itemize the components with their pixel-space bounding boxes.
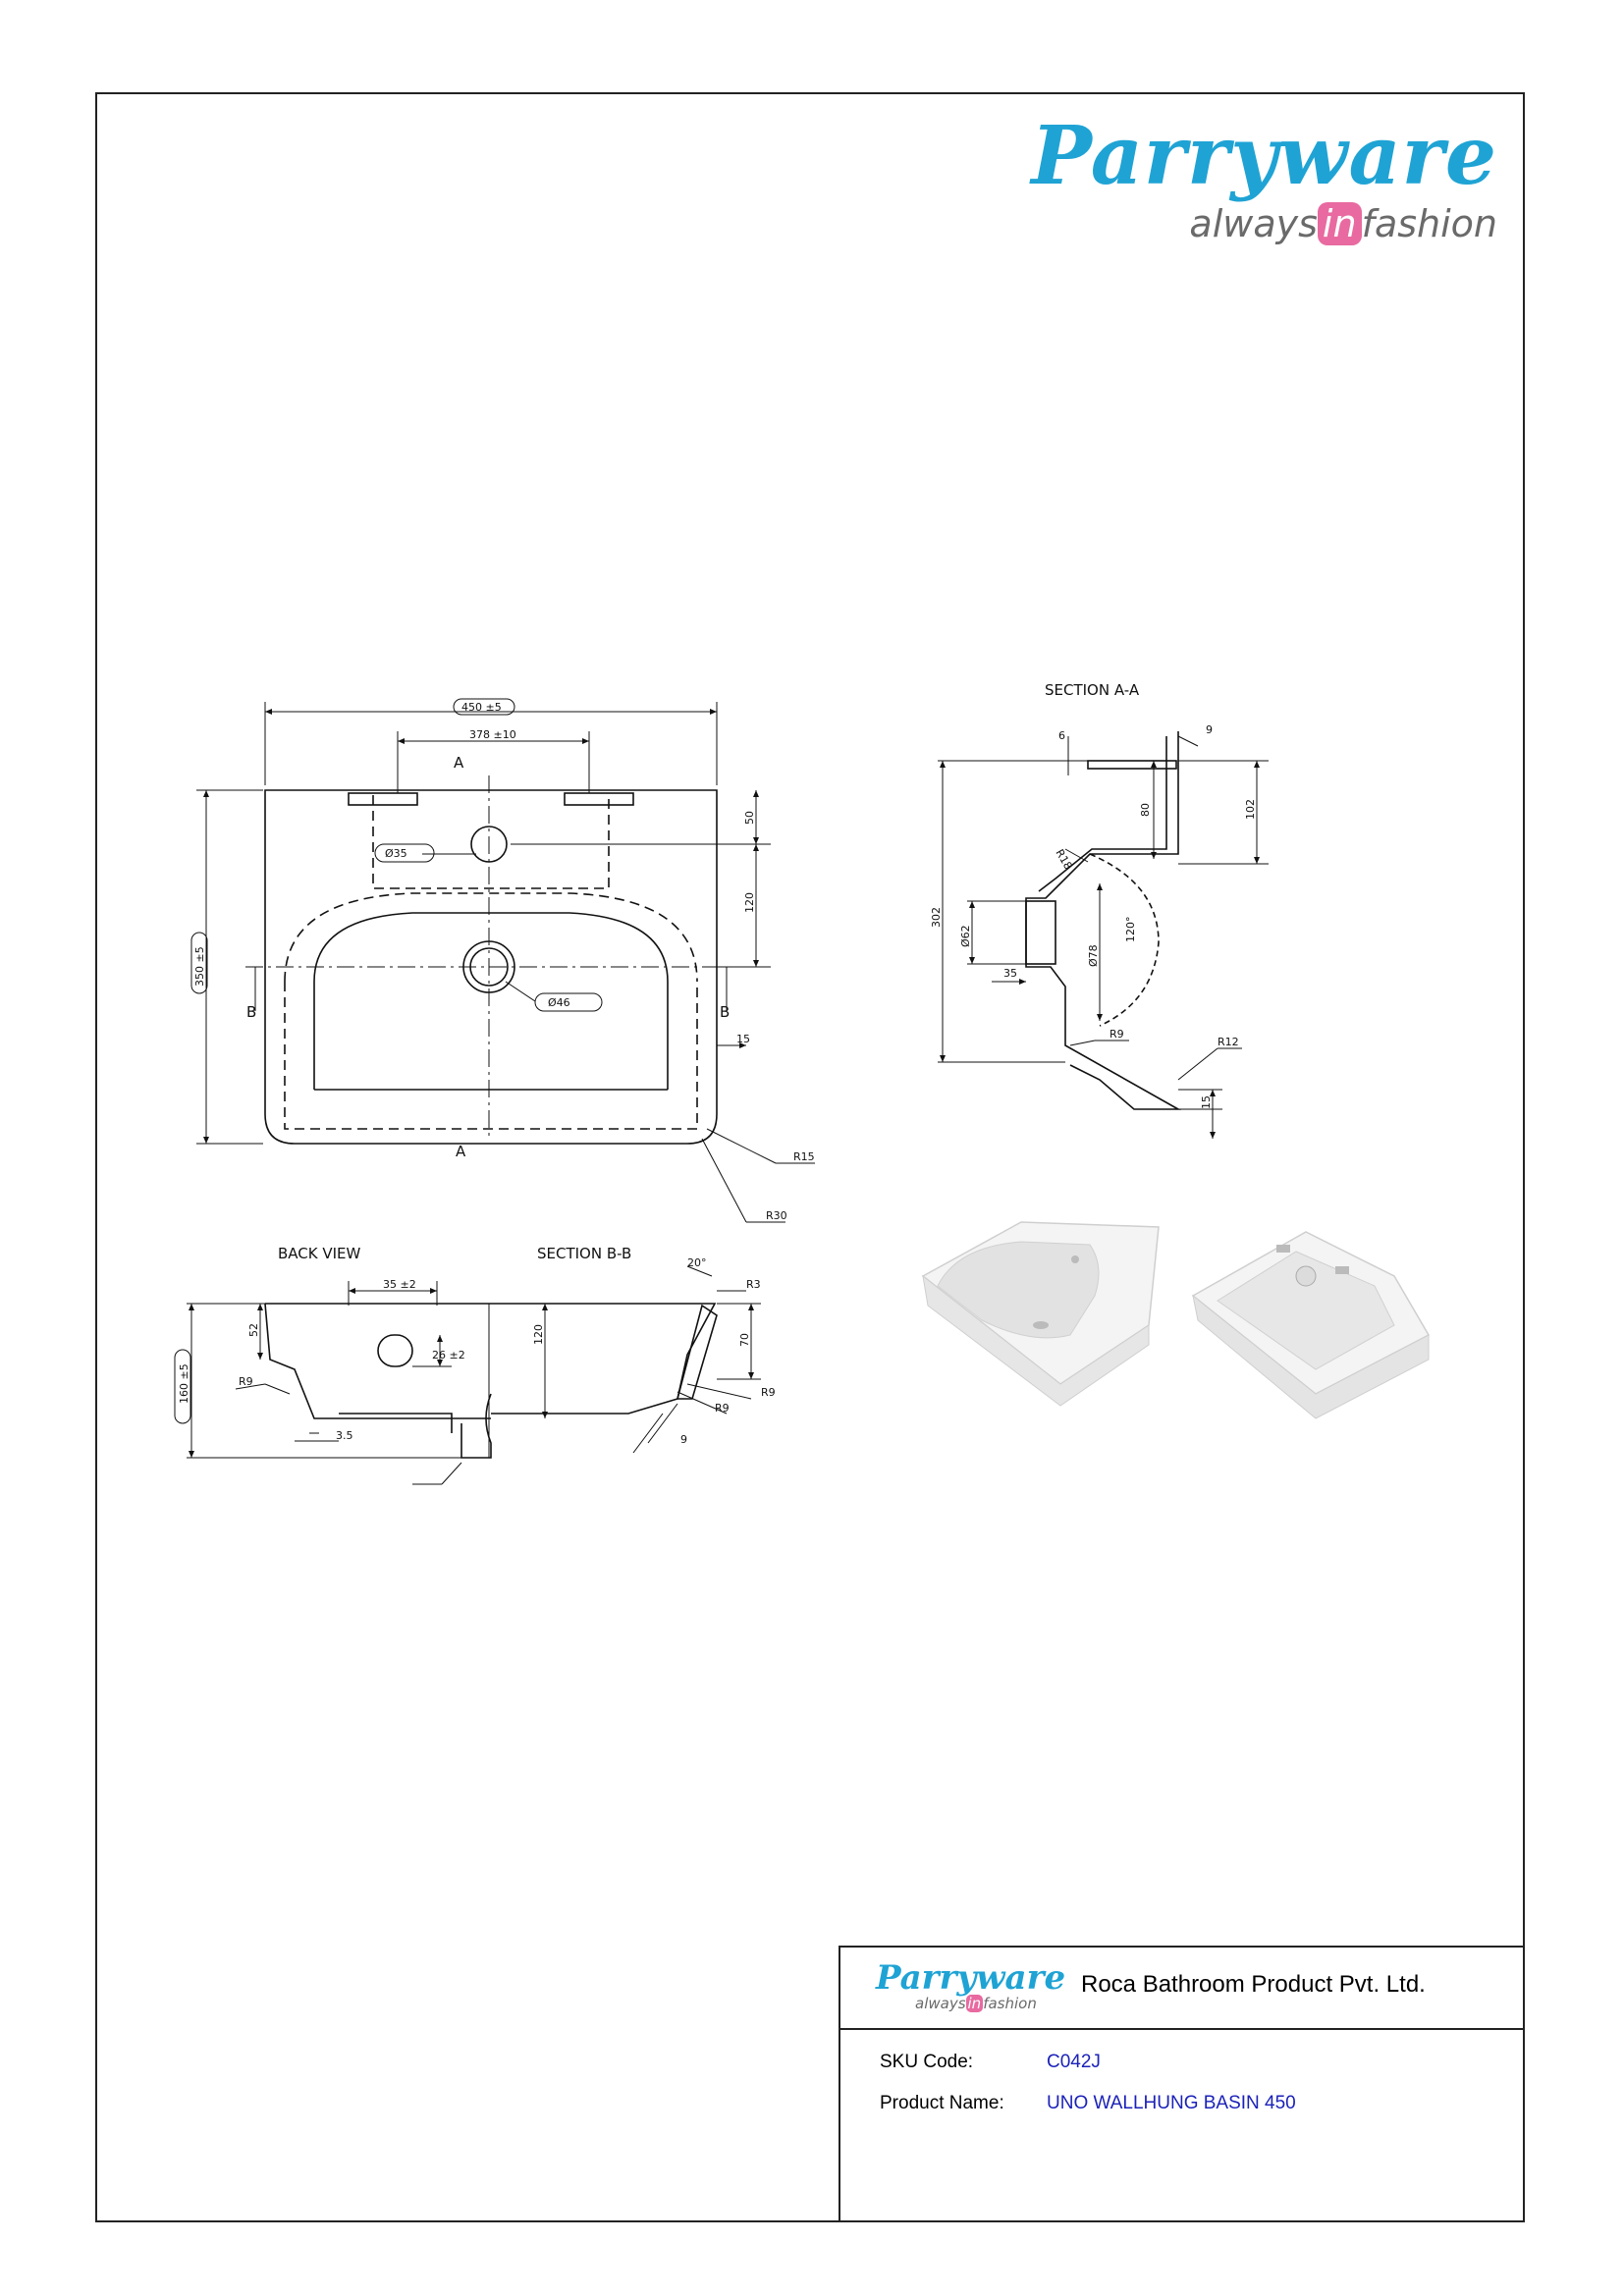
dim-50: 50 (743, 811, 756, 825)
company-name: Roca Bathroom Product Pvt. Ltd. (1081, 1971, 1426, 1998)
basin-render-back (1191, 1231, 1431, 1419)
product-value: UNO WALLHUNG BASIN 450 (1047, 2093, 1296, 2113)
back-section-view (174, 1265, 761, 1485)
dim-tap-hole: Ø35 (385, 847, 407, 860)
bb-dim-52: 52 (247, 1323, 260, 1337)
aa-dim-r18: R18 (1053, 847, 1074, 872)
aa-dim-80: 80 (1139, 803, 1152, 817)
sku-row: SKU Code: C042J (880, 2052, 1101, 2073)
marker-a-bottom: A (456, 1143, 466, 1160)
marker-b-left: B (246, 1003, 256, 1021)
bb-dim-26: 26 ±2 (432, 1349, 465, 1362)
bb-dim-angle20: 20° (687, 1256, 707, 1269)
section-aa-view (938, 731, 1269, 1139)
bb-dim-r9a: R9 (239, 1375, 253, 1388)
aa-dim-r9: R9 (1110, 1028, 1124, 1041)
dim-tap-spacing: 378 ±10 (469, 728, 516, 741)
bb-dim-r9c: R9 (715, 1402, 730, 1415)
dim-r15: R15 (793, 1150, 815, 1163)
logo-brand: Parryware (1031, 109, 1497, 203)
aa-dim-15: 15 (1200, 1095, 1213, 1109)
dim-r30: R30 (766, 1209, 787, 1222)
bb-dim-3-5: 3.5 (336, 1429, 353, 1442)
dim-width: 450 ±5 (461, 701, 502, 714)
section-aa-title: SECTION A-A (1045, 681, 1140, 699)
marker-b-right: B (720, 1003, 730, 1021)
sku-value: C042J (1047, 2052, 1101, 2072)
bb-dim-r3: R3 (746, 1278, 761, 1291)
aa-dim-r12: R12 (1218, 1036, 1239, 1048)
bb-dim-9: 9 (680, 1433, 687, 1446)
dim-120: 120 (743, 892, 756, 913)
bb-dim-70: 70 (738, 1333, 751, 1347)
basin-render-front (921, 1221, 1160, 1407)
dim-15: 15 (736, 1033, 750, 1045)
aa-dim-angle120: 120° (1124, 917, 1137, 943)
aa-dim-102: 102 (1244, 799, 1257, 820)
aa-dim-302: 302 (930, 907, 943, 928)
dim-waste-hole: Ø46 (548, 996, 570, 1009)
product-row: Product Name: UNO WALLHUNG BASIN 450 (880, 2093, 1296, 2114)
dim-depth: 350 ±5 (193, 946, 206, 987)
aa-dim-35: 35 (1003, 967, 1017, 980)
back-view-title: BACK VIEW (278, 1245, 361, 1262)
product-label: Product Name: (880, 2093, 1004, 2113)
bb-dim-r9b: R9 (761, 1386, 776, 1399)
aa-dim-9: 9 (1206, 723, 1213, 736)
marker-a-top: A (454, 754, 464, 772)
aa-dim-dia62: Ø62 (959, 925, 972, 947)
top-view (190, 698, 815, 1223)
section-bb-title: SECTION B-B (537, 1245, 631, 1262)
bb-dim-35: 35 ±2 (383, 1278, 416, 1291)
aa-dim-dia78: Ø78 (1087, 944, 1100, 967)
bb-dim-120: 120 (532, 1324, 545, 1345)
sku-label: SKU Code: (880, 2052, 974, 2072)
bb-dim-height: 160 ±5 (178, 1363, 190, 1404)
aa-dim-6: 6 (1058, 729, 1065, 742)
title-block-brand: Parryware (876, 1958, 1066, 1998)
